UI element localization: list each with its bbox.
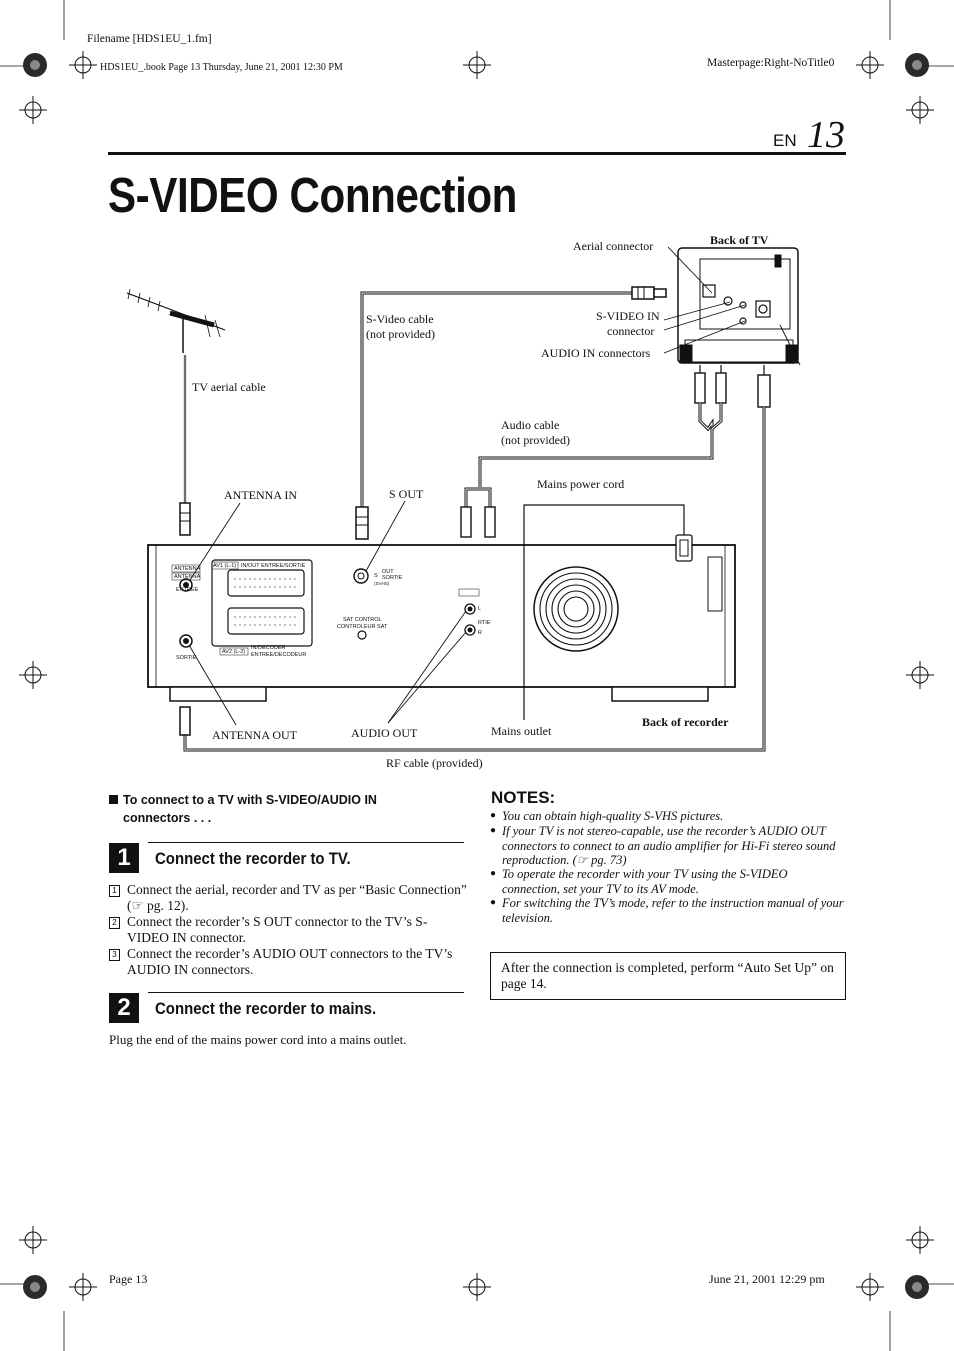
connection-diagram: [126, 246, 801, 752]
label-svideo-cable-note: (not provided): [366, 327, 435, 341]
note2-bullet: ●: [490, 825, 497, 836]
header-book-line: HDS1EU_.book Page 13 Thursday, June 21, …: [100, 62, 343, 73]
note-1: You can obtain high-quality S-VHS pictur…: [502, 809, 724, 823]
panel-out-label: OUT: [382, 569, 394, 575]
step2-text: Plug the end of the mains power cord int…: [109, 1032, 407, 1047]
note4-bullet: ●: [490, 897, 497, 908]
label-back-of-recorder: Back of recorder: [642, 715, 729, 729]
panel-l-label: L: [478, 606, 482, 612]
panel-sortie2-label: SORTIE: [382, 575, 403, 581]
note1-bullet: ●: [490, 810, 497, 821]
step1-item1-text: Connect the aerial, recorder and TV as p…: [127, 882, 467, 913]
title-rule: [108, 152, 846, 155]
intro-text: To connect to a TV with S-VIDEO/AUDIO IN…: [123, 793, 377, 825]
step1-item1-number: 1: [109, 885, 120, 897]
panel-sortie-label: SORTIE: [176, 655, 197, 661]
label-antenna-out: ANTENNA OUT: [212, 728, 297, 742]
label-s-out: S OUT: [389, 487, 424, 501]
recorder-back-illustration: [147, 534, 736, 702]
note-4: For switching the TV’s mode, refer to th…: [502, 896, 844, 925]
note-2: If your TV is not stereo-capable, use th…: [502, 824, 836, 867]
header-masterpage: Masterpage:Right-NoTitle0: [707, 57, 835, 69]
panel-r-label: R: [478, 630, 482, 636]
footer-date: June 21, 2001 12:29 pm: [709, 1272, 825, 1286]
panel-entree-decodeur-label: ENTREE/DECODEUR: [251, 652, 307, 658]
panel-inout-label: IN/OUT ENTREE/SORTIE: [241, 563, 306, 569]
label-mains-outlet: Mains outlet: [491, 724, 552, 738]
language-code: EN: [773, 131, 797, 150]
panel-svhs-label: (SVHS): [374, 581, 390, 586]
tv-back-illustration: [677, 247, 799, 364]
panel-av2-label: AV2 (L-2): [222, 649, 246, 655]
header-filename: Filename [HDS1EU_1.fm]: [87, 33, 212, 45]
label-audio-in: AUDIO IN connectors: [541, 346, 651, 360]
panel-entree-label: ENTREE: [176, 587, 199, 593]
step1-title: Connect the recorder to TV.: [155, 849, 351, 868]
label-back-of-tv: Back of TV: [710, 233, 769, 247]
intro-bullet-square: [109, 795, 118, 804]
label-audio-out: AUDIO OUT: [351, 726, 418, 740]
label-rf-cable: RF cable (provided): [386, 756, 483, 770]
info-box: After the connection is completed, perfo…: [490, 952, 846, 1000]
step1-rule: [148, 842, 464, 843]
notes-title: NOTES:: [491, 788, 556, 807]
footer-page: Page 13: [109, 1272, 148, 1286]
label-svideo-cable: S-Video cable: [366, 312, 434, 326]
label-svideo-in: S-VIDEO IN: [596, 309, 660, 323]
step2-title: Connect the recorder to mains.: [155, 999, 377, 1018]
panel-antenna-label: ANTENNA: [174, 566, 201, 572]
note3-bullet: ●: [490, 868, 497, 879]
label-antenna-in: ANTENNA IN: [224, 488, 297, 502]
label-audio-cable-note: (not provided): [501, 433, 570, 447]
step2-rule: [148, 992, 464, 993]
panel-sat-controleur-label: CONTROLEUR SAT: [337, 624, 388, 630]
panel-rtie-label: RTIE: [478, 620, 491, 626]
step1-item2-text: Connect the recorder’s S OUT connector t…: [127, 914, 428, 945]
step1-item3-text: Connect the recorder’s AUDIO OUT connect…: [127, 946, 453, 977]
label-mains-power-cord: Mains power cord: [537, 477, 625, 491]
label-tv-aerial-cable: TV aerial cable: [192, 380, 266, 394]
label-svideo-in-connector: connector: [607, 324, 655, 338]
step1-item3-number: 3: [109, 949, 120, 961]
label-audio-cable: Audio cable: [501, 418, 560, 432]
info-box-text: After the connection is completed, perfo…: [501, 960, 834, 991]
panel-sat-control-label: SAT CONTROL: [343, 617, 382, 623]
note-3: To operate the recorder with your TV usi…: [502, 867, 788, 896]
panel-antenna-label-2: ANTENNA: [174, 574, 201, 580]
page-number: 13: [807, 114, 845, 156]
label-aerial-connector: Aerial connector: [573, 239, 654, 253]
antenna-icon: [126, 288, 226, 353]
page-title: S-VIDEO Connection: [108, 169, 517, 223]
panel-indecoder-label: IN/DECODER: [251, 645, 286, 651]
step2-number: 2: [109, 993, 139, 1023]
step1-item2-number: 2: [109, 917, 120, 929]
panel-s-label: S: [374, 573, 378, 579]
panel-av1-label: AV1 (L-1): [213, 563, 237, 569]
step1-number: 1: [109, 843, 139, 873]
